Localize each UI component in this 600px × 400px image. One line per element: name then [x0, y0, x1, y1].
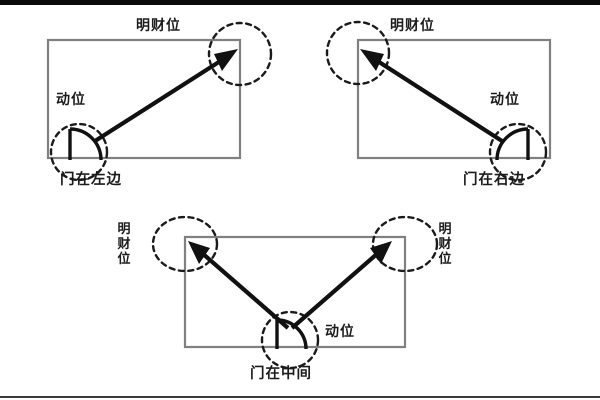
wealth-label-center-right: 明财位: [438, 222, 453, 267]
energy-arrow-head-right-diagram: [360, 49, 384, 71]
energy-arrow-center-left: [200, 251, 290, 330]
wealth-spot-circle-left-diagram: [207, 21, 273, 87]
diagram-door-left: [46, 21, 273, 182]
door-swing-center-diagram: [275, 318, 308, 350]
room-outline-left: [46, 38, 242, 160]
energy-arrow-head-left-diagram: [214, 49, 238, 71]
energy-arrow-left-diagram: [93, 58, 224, 143]
wealth-label-center-left: 明财位: [117, 222, 132, 267]
door-position-label-center-diagram: 动位: [325, 324, 355, 340]
door-circle-right-diagram: [488, 122, 548, 182]
door-position-label-right-diagram: 动位: [490, 92, 520, 108]
diagram-door-center: [151, 215, 439, 370]
wealth-label-right-diagram: 明财位: [390, 18, 435, 34]
caption-center-diagram: 门在中间: [250, 366, 312, 382]
room-outline-right: [356, 38, 552, 160]
energy-arrow-head-center-right: [370, 241, 392, 264]
energy-arrow-center-right: [290, 251, 380, 330]
door-swing-left-diagram: [68, 127, 103, 161]
door-circle-left-diagram: [49, 122, 109, 182]
bottom-border-bar: [0, 396, 600, 398]
diagram-door-right: [325, 20, 552, 182]
door-position-label-left-diagram: 动位: [56, 92, 86, 108]
wealth-spot-circle-center-right: [371, 215, 439, 273]
wealth-spot-circle-center-left: [151, 215, 219, 273]
room-outline-center: [183, 235, 407, 349]
top-border-bar: [0, 0, 600, 5]
door-circle-center-diagram: [260, 310, 320, 370]
caption-right-diagram: 门在右边: [463, 172, 525, 188]
energy-arrow-head-center-left: [188, 241, 210, 264]
caption-left-diagram: 门在左边: [60, 172, 122, 188]
door-swing-right-diagram: [495, 127, 530, 161]
wealth-label-left-diagram: 明财位: [136, 18, 181, 34]
wealth-spot-circle-right-diagram: [325, 20, 391, 86]
energy-arrow-right-diagram: [374, 58, 504, 143]
